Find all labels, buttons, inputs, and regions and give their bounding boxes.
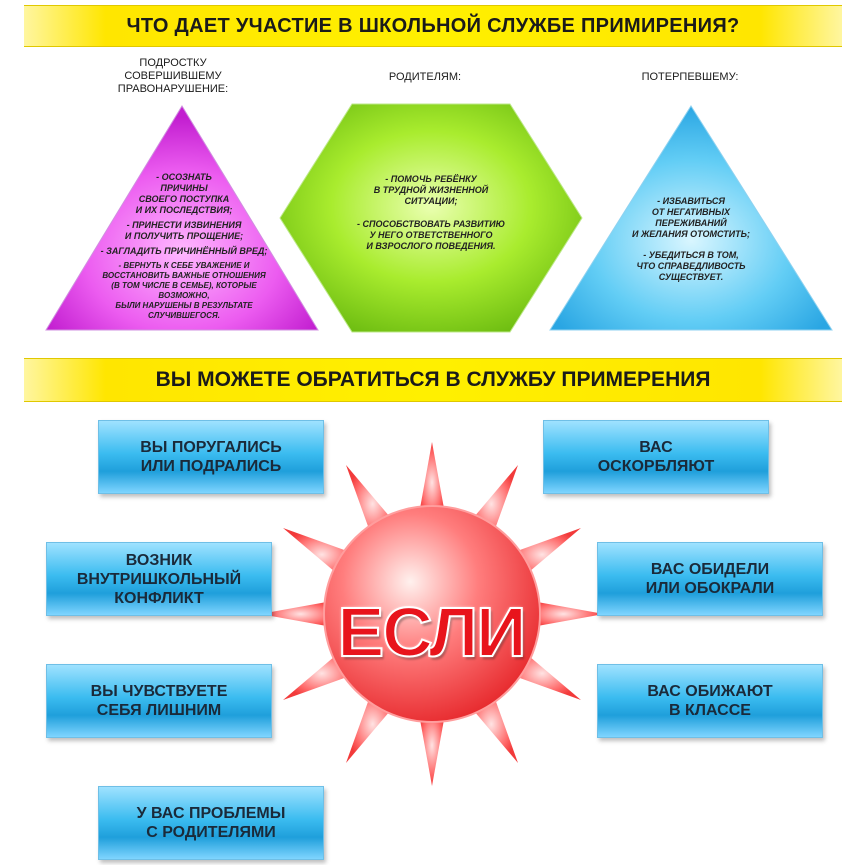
top-banner: ЧТО ДАЕТ УЧАСТИЕ В ШКОЛЬНОЙ СЛУЖБЕ ПРИМИ…: [24, 5, 842, 47]
top-banner-title: ЧТО ДАЕТ УЧАСТИЕ В ШКОЛЬНОЙ СЛУЖБЕ ПРИМИ…: [126, 15, 740, 37]
teen-item: - ПРИНЕСТИ ИЗВИНЕНИЯ И ПОЛУЧИТЬ ПРОЩЕНИЕ…: [124, 220, 244, 241]
situation-box-offended: ВАС ОБИЖАЮТ В КЛАССЕ: [597, 664, 823, 738]
parents-header: РОДИТЕЛЯМ:: [388, 71, 462, 83]
situation-box-parents: У ВАС ПРОБЛЕМЫ С РОДИТЕЛЯМИ: [98, 786, 324, 860]
situation-box-quarrel: ВЫ ПОРУГАЛИСЬ ИЛИ ПОДРАЛИСЬ: [98, 420, 324, 494]
situation-box-unwanted: ВЫ ЧУВСТВУЕТЕ СЕБЯ ЛИШНИМ: [46, 664, 272, 738]
victim-text: - ИЗБАВИТЬСЯ ОТ НЕГАТИВНЫХ ПЕРЕЖИВАНИЙ И…: [604, 196, 778, 287]
teen-text: - ОСОЗНАТЬ ПРИЧИНЫ СВОЕГО ПОСТУПКА И ИХ …: [86, 172, 282, 325]
situation-label: ВЫ ПОРУГАЛИСЬ ИЛИ ПОДРАЛИСЬ: [140, 439, 282, 475]
sun-ray: [260, 599, 342, 629]
situation-box-conflict: ВОЗНИК ВНУТРИШКОЛЬНЫЙ КОНФЛИКТ: [46, 542, 272, 616]
parents-item: - ПОМОЧЬ РЕБЁНКУ В ТРУДНОЙ ЖИЗНЕННОЙ СИТ…: [373, 174, 489, 206]
teen-header: ПОДРОСТКУ СОВЕРШИВШЕМУ ПРАВОНАРУШЕНИЕ:: [117, 57, 229, 95]
situation-label: ВАС ОСКОРБЛЯЮТ: [597, 439, 715, 475]
teen-item: - ОСОЗНАТЬ ПРИЧИНЫ СВОЕГО ПОСТУПКА И ИХ …: [135, 172, 233, 215]
sun-ray: [522, 599, 604, 629]
situation-label: ВАС ОБИДЕЛИ ИЛИ ОБОКРАЛИ: [645, 561, 775, 597]
sun-ray: [417, 442, 447, 524]
teen-item: - ВЕРНУТЬ К СЕБЕ УВАЖЕНИЕ И ВОССТАНОВИТЬ…: [102, 261, 266, 320]
bottom-banner-title: ВЫ МОЖЕТЕ ОБРАТИТЬСЯ В СЛУЖБУ ПРИМЕРЕНИЯ: [155, 368, 711, 391]
situation-label: ВЫ ЧУВСТВУЕТЕ СЕБЯ ЛИШНИМ: [90, 683, 228, 719]
sun-ray: [417, 704, 447, 786]
situation-label: У ВАС ПРОБЛЕМЫ С РОДИТЕЛЯМИ: [136, 805, 286, 841]
situation-box-insulted: ВАС ОСКОРБЛЯЮТ: [543, 420, 769, 494]
victim-header: ПОТЕРПЕВШЕМУ:: [641, 71, 739, 83]
teen-item: - ЗАГЛАДИТЬ ПРИЧИНЁННЫЙ ВРЕД;: [100, 246, 268, 256]
situation-label: ВАС ОБИЖАЮТ В КЛАССЕ: [647, 683, 773, 719]
victim-triangle: [549, 105, 833, 331]
situation-box-robbed: ВАС ОБИДЕЛИ ИЛИ ОБОКРАЛИ: [597, 542, 823, 616]
teen-triangle: [45, 105, 319, 331]
situation-label: ВОЗНИК ВНУТРИШКОЛЬНЫЙ КОНФЛИКТ: [76, 551, 242, 607]
center-word: ЕСЛИ: [337, 592, 528, 672]
parents-text: - ПОМОЧЬ РЕБЁНКУ В ТРУДНОЙ ЖИЗНЕННОЙ СИТ…: [330, 174, 532, 256]
bottom-banner: ВЫ МОЖЕТЕ ОБРАТИТЬСЯ В СЛУЖБУ ПРИМЕРЕНИЯ: [24, 358, 842, 402]
victim-item: - УБЕДИТЬСЯ В ТОМ, ЧТО СПРАВЕДЛИВОСТЬ СУ…: [636, 250, 746, 282]
parents-item: - СПОСОБСТВОВАТЬ РАЗВИТИЮ У НЕГО ОТВЕТСТ…: [357, 219, 505, 251]
victim-item: - ИЗБАВИТЬСЯ ОТ НЕГАТИВНЫХ ПЕРЕЖИВАНИЙ И…: [631, 196, 751, 239]
parents-hexagon: [279, 103, 583, 333]
sun-icon: [260, 442, 604, 786]
